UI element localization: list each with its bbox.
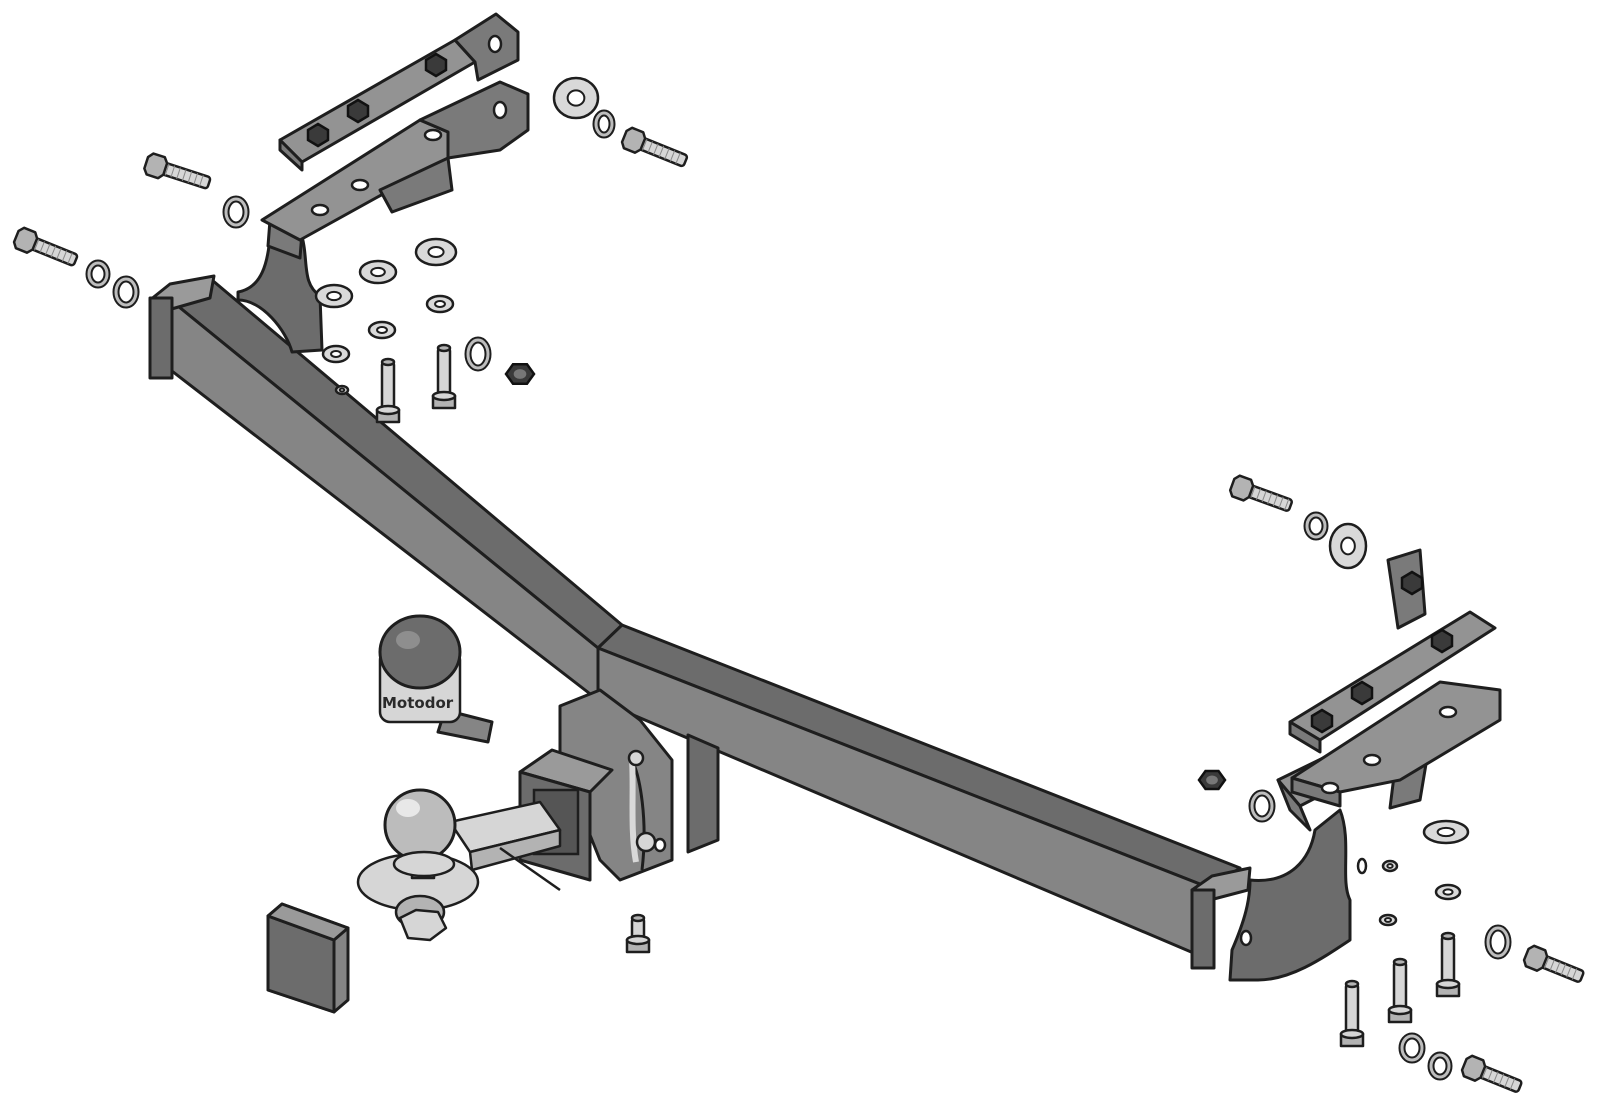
washer-icon bbox=[414, 237, 458, 267]
right-mount-plates bbox=[1288, 548, 1502, 808]
tow-ball[interactable] bbox=[383, 788, 457, 862]
ball-cover-cap[interactable]: Motodor bbox=[378, 614, 494, 744]
nut-icon bbox=[424, 52, 448, 78]
hitch-pin[interactable] bbox=[629, 759, 639, 863]
washer-icon bbox=[314, 283, 354, 309]
washer-icon bbox=[1381, 859, 1399, 873]
nut-icon bbox=[346, 98, 370, 124]
bolt-icon bbox=[1522, 944, 1585, 983]
spring-washer-icon bbox=[112, 275, 140, 309]
mounting-hardware bbox=[12, 76, 1585, 1093]
nut-icon bbox=[1310, 708, 1334, 734]
crossbar-left-top bbox=[166, 278, 624, 650]
spring-washer-icon bbox=[1484, 924, 1512, 960]
bolt-icon bbox=[1460, 1054, 1523, 1093]
cap-label: Motodor bbox=[382, 694, 454, 712]
nut-icon bbox=[1430, 628, 1454, 654]
left-mount-plates bbox=[260, 12, 530, 242]
right-bracket-arm bbox=[1228, 808, 1352, 982]
receiver-hanger bbox=[686, 733, 720, 854]
bolt-icon bbox=[1387, 957, 1413, 1024]
washer-icon bbox=[425, 294, 455, 314]
bolt-icon bbox=[375, 357, 401, 424]
washer-icon bbox=[1422, 819, 1470, 845]
bolt-icon bbox=[1339, 979, 1365, 1048]
right-strip-nuts bbox=[1310, 570, 1454, 734]
washer-icon bbox=[552, 76, 600, 120]
receiver-plug[interactable] bbox=[266, 902, 350, 1014]
bolt-icon bbox=[620, 126, 689, 168]
ball-nut bbox=[398, 908, 448, 942]
nut-icon bbox=[504, 363, 536, 385]
ball-mount bbox=[356, 788, 562, 942]
left-strip-nuts bbox=[306, 52, 448, 148]
spring-washer-icon bbox=[1427, 1051, 1453, 1081]
washer-icon bbox=[358, 259, 398, 285]
bolt-icon bbox=[12, 226, 79, 267]
nut-icon bbox=[306, 122, 330, 148]
cap-top bbox=[378, 614, 462, 690]
spring-washer-icon bbox=[1398, 1032, 1426, 1064]
spring-washer-icon bbox=[1248, 789, 1276, 823]
washer-icon bbox=[334, 384, 350, 396]
bolt-icon bbox=[143, 152, 212, 190]
crossbar-left-endface bbox=[148, 296, 174, 380]
spring-washer-icon bbox=[85, 259, 111, 289]
left-strip-tab bbox=[453, 12, 520, 82]
nut-icon bbox=[1197, 769, 1227, 791]
washer-icon bbox=[321, 344, 351, 364]
spring-washer-icon bbox=[1303, 511, 1329, 541]
nut-icon bbox=[1400, 570, 1424, 596]
spring-washer-icon bbox=[222, 195, 250, 229]
nut-icon bbox=[1350, 680, 1374, 706]
bolt-icon bbox=[1228, 474, 1293, 512]
bolt-icon bbox=[1435, 931, 1461, 998]
spring-washer-icon bbox=[592, 109, 616, 139]
washer-icon bbox=[367, 320, 397, 340]
hitch-pin-clip[interactable] bbox=[635, 831, 657, 853]
bolt-icon bbox=[431, 343, 457, 410]
left-bracket-arm bbox=[236, 228, 324, 354]
washer-icon bbox=[1378, 913, 1398, 927]
receiver-hitch bbox=[518, 688, 720, 882]
crossbar bbox=[148, 274, 1252, 970]
washer-icon bbox=[1328, 522, 1368, 570]
washer-icon bbox=[1434, 883, 1462, 901]
crossbar-right-endface bbox=[1190, 888, 1216, 970]
spring-washer-icon bbox=[464, 336, 492, 372]
bolt-icon bbox=[625, 913, 651, 954]
